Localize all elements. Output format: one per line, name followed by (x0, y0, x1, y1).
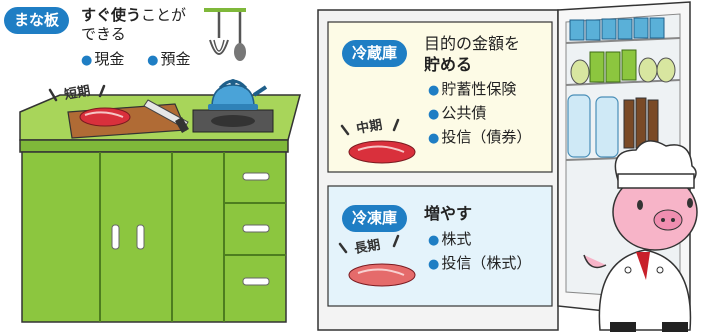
cutting-board-items: ●現金 ●預金 (81, 48, 209, 69)
hanging-utensils (204, 8, 246, 61)
cutting-board (67, 99, 189, 139)
cutting-board-headline: すぐ使うことが (81, 5, 186, 25)
list-item: ●現金 (81, 50, 125, 68)
fridge-tag: 冷蔵庫 (342, 40, 408, 67)
term-emphasis (48, 84, 400, 254)
freezer-items: ●株式 ●投信（株式） (428, 228, 531, 276)
fridge-items: ●貯蓄性保険 ●公共債 ●投信（債券） (428, 78, 531, 150)
cutting-board-headline-line2: できる (81, 25, 126, 43)
fridge-headline-line2: 貯める (424, 55, 473, 74)
cutting-board-headline-rest: ことが (141, 6, 187, 24)
meat-fridge (348, 140, 416, 164)
fridge-headline-line1: 目的の金額を (424, 34, 521, 53)
list-item: ●投信（株式） (428, 254, 532, 272)
list-item: ●預金 (147, 50, 191, 68)
list-item: ●貯蓄性保険 (428, 80, 517, 98)
list-item: ●投信（債券） (428, 128, 532, 146)
list-item: ●公共債 (428, 104, 487, 122)
cutting-board-tag: まな板 (4, 7, 70, 34)
pig-chef (583, 140, 698, 332)
freezer-tag: 冷凍庫 (342, 205, 408, 232)
freezer-headline: 増やす (424, 204, 473, 223)
list-item: ●株式 (428, 230, 472, 248)
meat-freezer (348, 263, 416, 287)
refrigerator (317, 1, 691, 331)
cutting-board-headline-strong: すぐ使う (81, 6, 142, 24)
stove-kettle (192, 79, 274, 133)
